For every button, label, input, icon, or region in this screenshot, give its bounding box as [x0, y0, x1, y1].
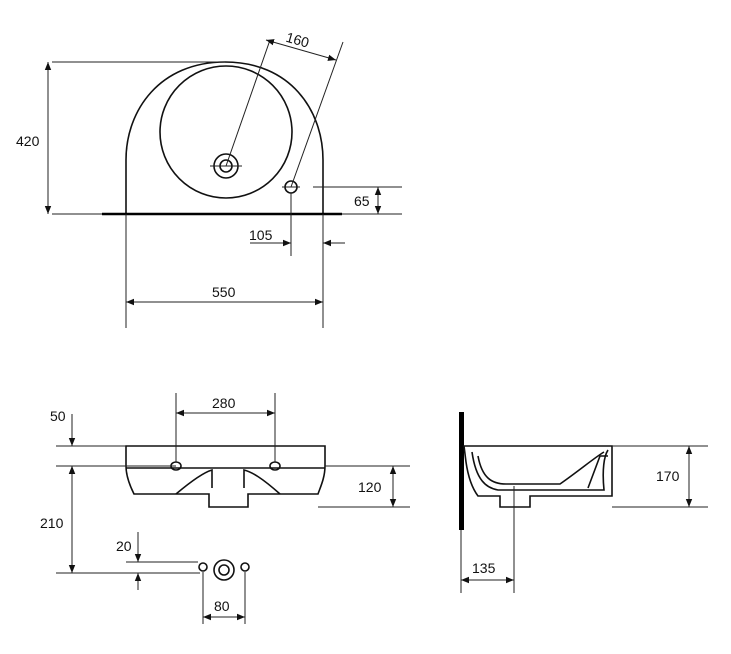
- waste-fixing-left: [198, 562, 208, 572]
- dim-tap-y-label: 65: [354, 193, 370, 209]
- top-view: 420 550 160 105 65: [16, 29, 402, 328]
- front-basin-outline: [125, 445, 326, 508]
- dim-side-height-label: 170: [656, 468, 680, 484]
- dim-top-offset-label: 50: [50, 408, 66, 424]
- waste-fixing-center-outer: [213, 559, 235, 581]
- side-wall: [459, 412, 464, 530]
- basin-outline: [125, 61, 324, 213]
- dim-mount-height-label: 210: [40, 515, 64, 531]
- side-view: 170 135: [459, 412, 708, 593]
- waste-fixing-center-inner: [218, 564, 230, 576]
- inner-bowl: [159, 65, 293, 199]
- dim-tap-x-label: 105: [249, 227, 273, 243]
- dim-depth-label: 420: [16, 133, 40, 149]
- dim-hole-spacing-label: 280: [212, 395, 236, 411]
- front-view: 280 50 210 120 20 80: [40, 393, 410, 624]
- side-basin-outline: [463, 445, 613, 508]
- dim-angle-label: 160: [284, 29, 311, 51]
- dim-width-label: 550: [212, 284, 236, 300]
- dim-waste-offset-label: 20: [116, 538, 132, 554]
- dim-waste-spacing-label: 80: [214, 598, 230, 614]
- dim-waste-depth-label: 135: [472, 560, 496, 576]
- waste-fixing-right: [240, 562, 250, 572]
- dim-height-label: 120: [358, 479, 382, 495]
